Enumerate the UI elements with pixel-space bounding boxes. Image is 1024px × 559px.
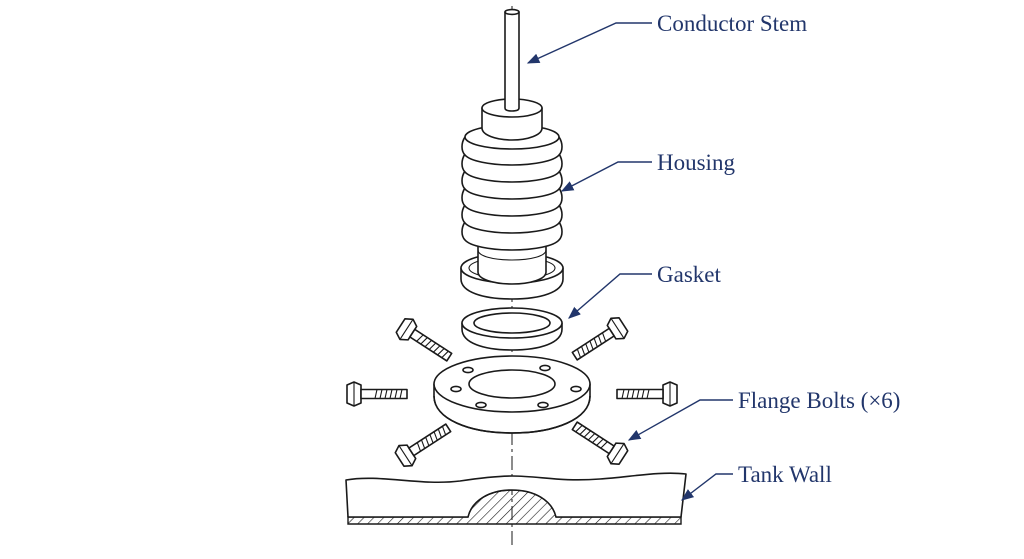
conductor-stem-leader [526,22,652,64]
hex-bolt-part [616,381,678,407]
gasket-leader [568,273,652,319]
conductor-stem-part [504,8,520,112]
hex-bolt-part [571,421,629,465]
housing-label: Housing [657,150,735,175]
tank-wall-label: Tank Wall [738,462,832,487]
housing-leader [560,161,652,192]
conductor-stem-label: Conductor Stem [657,11,807,36]
flange-plate-part [433,355,591,434]
hex-bolt-part [394,423,452,467]
hex-bolt-part [395,318,453,362]
tank-wall-leader [680,473,733,501]
hex-bolt-part [346,381,408,407]
flange-bolts-label: Flange Bolts (×6) [738,388,900,413]
gasket-ring-part [461,307,563,351]
gasket-label: Gasket [657,262,721,287]
hex-bolt-part [571,317,629,361]
tank-wall-part [345,472,687,525]
ribbed-housing-part [460,98,564,300]
flange-bolts-leader [627,399,733,441]
